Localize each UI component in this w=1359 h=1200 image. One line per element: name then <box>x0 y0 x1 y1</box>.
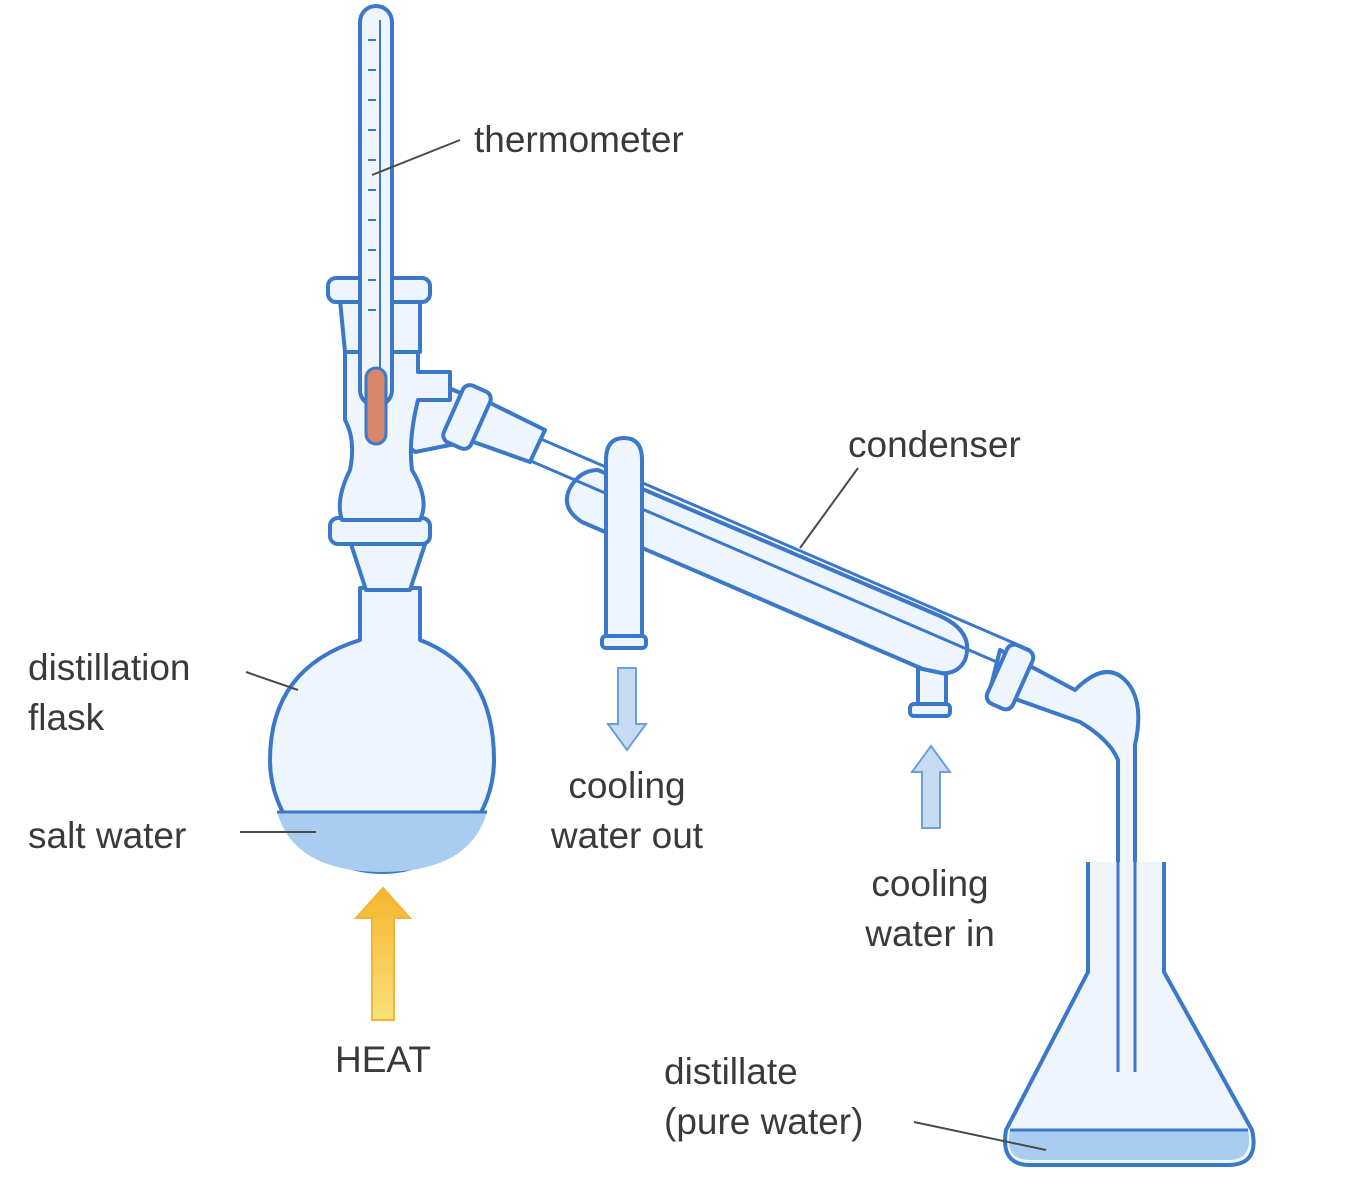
cooling-water-out-label-line2: water out <box>550 815 704 856</box>
distillate-label-line2: (pure water) <box>664 1101 863 1142</box>
distillate-label-line1: distillate <box>664 1051 798 1092</box>
condenser-label: condenser <box>848 424 1021 465</box>
cooling-water-in-label-line1: cooling <box>871 863 988 904</box>
thermometer-bulb <box>364 366 388 446</box>
condenser <box>509 428 1031 718</box>
distillation-flask-label-line1: distillation <box>28 647 190 688</box>
heat-arrow <box>353 886 413 1021</box>
distillation-flask <box>268 586 496 874</box>
distillate-leader <box>913 1121 1047 1151</box>
salt-water-liquid <box>277 812 487 872</box>
salt-water-label: salt water <box>28 815 186 856</box>
cooling-water-out-arrow <box>606 667 648 752</box>
condenser-leader <box>799 467 859 549</box>
distillation-flask-label-line2: flask <box>28 697 105 738</box>
cooling-water-in-label-line2: water in <box>864 913 995 954</box>
heat-label: HEAT <box>335 1039 431 1080</box>
distillation-flask-leader <box>245 671 299 691</box>
cooling-water-in-arrow <box>910 744 952 829</box>
cooling-water-out-label-line1: cooling <box>568 765 685 806</box>
thermometer-label: thermometer <box>474 119 684 160</box>
distillate-liquid <box>1008 1130 1250 1160</box>
conical-flask <box>1003 860 1256 1167</box>
thermometer <box>358 4 394 446</box>
thermometer-leader <box>371 139 461 176</box>
